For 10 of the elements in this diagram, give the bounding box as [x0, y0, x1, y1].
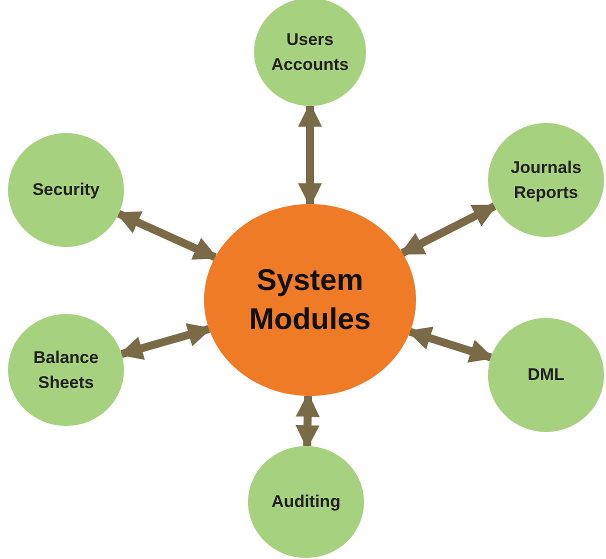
double-arrow — [400, 202, 498, 257]
module-label: Security — [31, 179, 101, 202]
module-label: Users Accounts — [270, 28, 350, 76]
double-arrow — [118, 323, 212, 360]
module-label: Journals Reports — [510, 156, 582, 204]
module-label: Auditing — [270, 491, 342, 514]
double-arrow — [116, 210, 218, 261]
central-label: System Modules — [248, 263, 372, 338]
module-label: Balance Sheets — [32, 346, 100, 394]
module-label: DML — [526, 364, 566, 386]
